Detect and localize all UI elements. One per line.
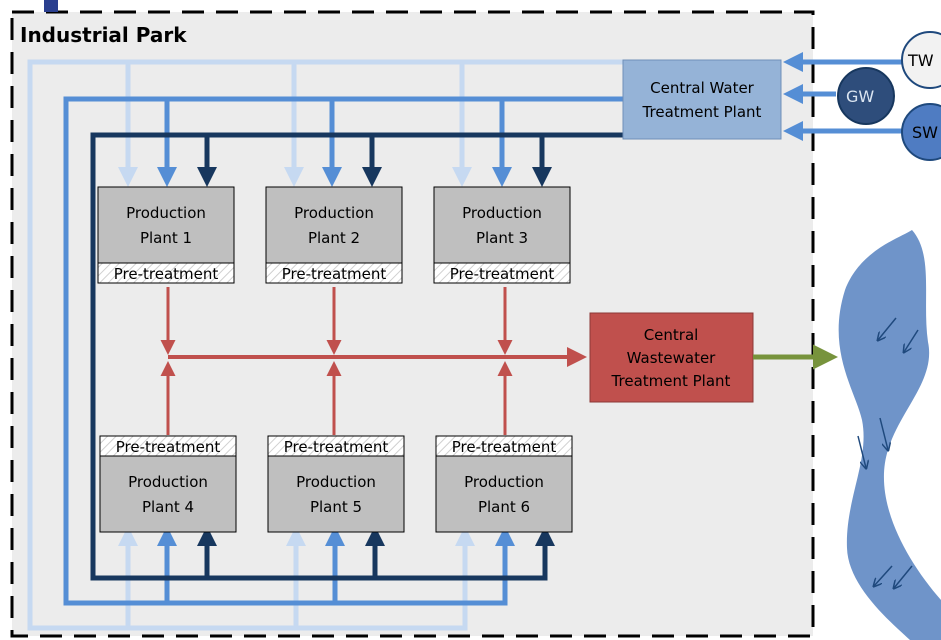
tw-label: TW [907, 51, 934, 70]
plant-6-line2: Plant 6 [478, 498, 530, 516]
central-water-line2: Treatment Plant [642, 103, 762, 121]
central-wastewater-treatment-plant: Central Wastewater Treatment Plant [589, 312, 754, 403]
gw-source: GW [837, 67, 895, 125]
central-water-treatment-plant: Central Water Treatment Plant [622, 59, 782, 140]
river [838, 230, 941, 640]
central-wastewater-line3: Treatment Plant [611, 372, 731, 390]
dark-supply-network [90, 132, 623, 581]
production-plant-3: Production Plant 3 Pre-treatment [433, 186, 571, 284]
plant-2-line2: Plant 2 [308, 229, 360, 247]
plant-1-pretreatment [97, 262, 235, 284]
plant-2-pretreatment [265, 262, 403, 284]
sw-source: SW [901, 103, 941, 161]
plant-4-line1: Production [128, 473, 208, 491]
plant-1-pretreatment-label: Pre-treatment [114, 265, 219, 283]
plant-3-pretreatment [433, 262, 571, 284]
plant-3-pretreatment-label: Pre-treatment [450, 265, 555, 283]
sw-label: SW [912, 123, 938, 142]
production-plant-6: Pre-treatment Production Plant 6 [435, 435, 573, 533]
plant-2-line1: Production [294, 204, 374, 222]
plant-4-line2: Plant 4 [142, 498, 194, 516]
plant-2-pretreatment-label: Pre-treatment [282, 265, 387, 283]
plant-1-line2: Plant 1 [140, 229, 192, 247]
plant-3-line1: Production [462, 204, 542, 222]
plant-6-pretreatment-label: Pre-treatment [452, 438, 557, 456]
plant-5-line2: Plant 5 [310, 498, 362, 516]
production-plant-2: Production Plant 2 Pre-treatment [265, 186, 403, 284]
gw-label: GW [846, 87, 874, 106]
central-wastewater-line1: Central [644, 326, 699, 344]
industrial-park-title: Industrial Park [20, 23, 187, 47]
plant-6-line1: Production [464, 473, 544, 491]
production-plant-1: Production Plant 1 Pre-treatment [97, 186, 235, 284]
corner-marker [44, 0, 58, 12]
plant-5-line1: Production [296, 473, 376, 491]
wastewater-network [160, 287, 587, 435]
plant-1-line1: Production [126, 204, 206, 222]
central-water-line1: Central Water [650, 79, 755, 97]
central-wastewater-line2: Wastewater [627, 349, 717, 367]
plant-4-pretreatment-label: Pre-treatment [116, 438, 221, 456]
production-plant-5: Pre-treatment Production Plant 5 [267, 435, 405, 533]
source-inflows [783, 52, 902, 141]
plant-3-line2: Plant 3 [476, 229, 528, 247]
production-plant-4: Pre-treatment Production Plant 4 [99, 435, 237, 533]
plant-5-pretreatment-label: Pre-treatment [284, 438, 389, 456]
tw-source: TW [901, 31, 941, 89]
